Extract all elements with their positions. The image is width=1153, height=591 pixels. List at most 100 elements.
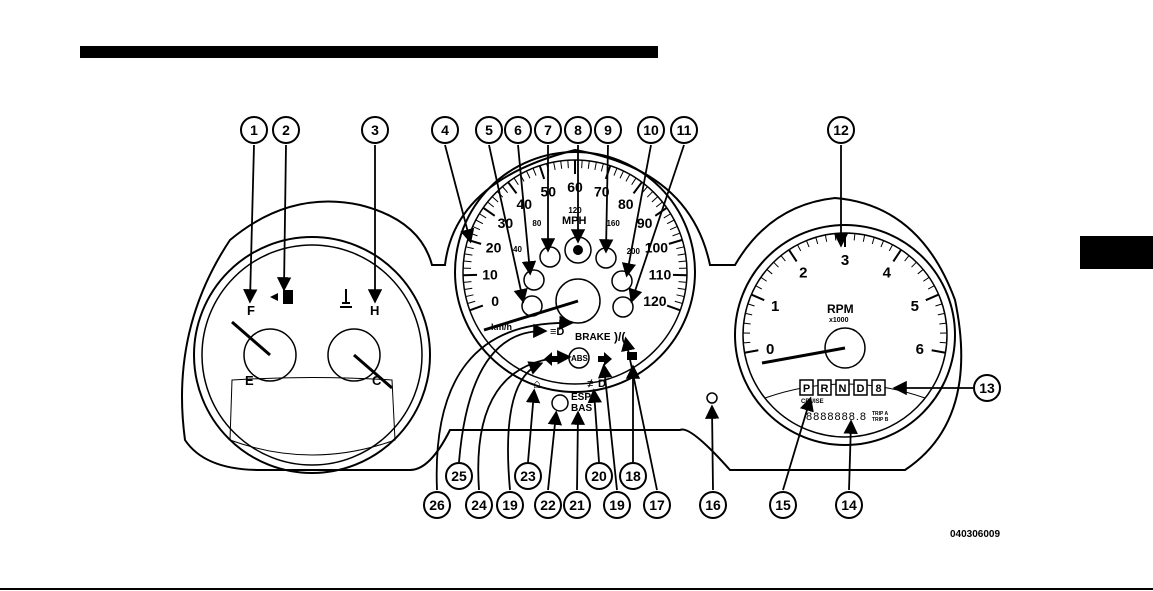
speed-tick	[533, 168, 536, 175]
speed-tick	[673, 233, 681, 236]
callout-4: 4	[432, 117, 458, 143]
gear-N: N	[836, 380, 849, 395]
rpm-tick	[756, 286, 762, 289]
speed-tick	[656, 202, 662, 207]
temp-cold-label: C	[372, 373, 382, 388]
svg-text:P: P	[803, 383, 810, 395]
mph-tick-label: 10	[482, 266, 498, 282]
right-turn-signal-icon	[598, 352, 612, 366]
callout-19: 19	[497, 492, 523, 518]
svg-text:22: 22	[540, 497, 556, 513]
svg-text:8: 8	[574, 122, 582, 138]
rpm-tick	[872, 237, 874, 244]
kmh-tick-label: 160	[606, 219, 620, 228]
svg-text:20: 20	[591, 468, 607, 484]
callout-leader-lines	[250, 145, 973, 490]
callout-23: 23	[515, 463, 541, 489]
rpm-tick	[863, 235, 864, 242]
coolant-temp-icon	[340, 289, 352, 307]
kmh-tick-label: 40	[513, 245, 522, 254]
svg-text:4: 4	[441, 122, 449, 138]
svg-text:11: 11	[677, 122, 692, 138]
seatbelt-reminder-icon	[596, 248, 616, 268]
rpm-tick	[767, 269, 772, 273]
callout-9: 9	[595, 117, 621, 143]
abs-label: ABS	[571, 354, 589, 363]
svg-text:2: 2	[282, 122, 290, 138]
rpm-tick	[923, 277, 929, 281]
speed-tick	[678, 261, 686, 262]
airbag-warning-icon	[540, 247, 560, 267]
mph-tick-label: 20	[486, 240, 502, 256]
rpm-tick	[743, 342, 750, 343]
rpm-tick	[932, 350, 946, 352]
speed-tick	[675, 301, 683, 303]
speed-tick	[483, 208, 494, 216]
speed-tick	[492, 197, 498, 202]
callout-7: 7	[535, 117, 561, 143]
speed-tick	[526, 171, 529, 178]
fuel-full-label: F	[247, 303, 255, 318]
gear-D: D	[854, 380, 867, 395]
rpm-tick	[912, 262, 917, 267]
indicator-lamp	[707, 393, 717, 403]
rpm-multiplier: x1000	[829, 317, 849, 324]
front-fog-light-icon: ≢D	[587, 378, 606, 390]
high-beam-icon: ≡D	[550, 326, 564, 338]
speed-tick	[652, 197, 658, 202]
callout-10: 10	[638, 117, 664, 143]
callout-15: 15	[770, 492, 796, 518]
rpm-tick	[774, 262, 779, 267]
speed-tick	[468, 301, 476, 303]
callout-17: 17	[644, 492, 670, 518]
speed-tick	[476, 220, 483, 224]
svg-text:R: R	[821, 383, 829, 395]
engine-temp-warning-icon	[613, 297, 633, 317]
speed-tick	[647, 191, 653, 197]
speed-tick	[470, 233, 478, 236]
speed-tick	[561, 161, 562, 169]
rpm-tick	[938, 313, 945, 314]
svg-text:15: 15	[775, 497, 791, 513]
rpm-tick	[748, 304, 755, 306]
rpm-tick	[745, 313, 752, 314]
kmh-tick-label: 200	[627, 247, 641, 256]
speed-tick	[670, 226, 677, 229]
gear-R: R	[818, 380, 831, 395]
speed-tick	[488, 202, 494, 207]
svg-text:21: 21	[569, 497, 585, 513]
brake-warning-label: BRAKE	[575, 332, 611, 343]
rpm-tick	[744, 323, 751, 324]
speed-tick	[667, 220, 674, 224]
speed-tick	[601, 164, 603, 172]
speed-tick	[464, 261, 472, 262]
temp-hot-label: H	[370, 303, 379, 318]
callout-16: 16	[700, 492, 726, 518]
speed-tick	[473, 226, 480, 229]
svg-text:19: 19	[502, 497, 518, 513]
speed-tick	[568, 160, 569, 168]
svg-text:D: D	[857, 383, 865, 395]
speed-tick	[554, 162, 556, 170]
rpm-tick	[939, 323, 946, 324]
callout-26: 26	[424, 492, 450, 518]
fuel-door-arrow-icon	[270, 293, 278, 301]
speed-tick	[664, 214, 671, 218]
rpm-tick-label: 5	[911, 298, 919, 315]
svg-text:13: 13	[979, 380, 995, 396]
rpm-tick	[889, 245, 892, 251]
speed-tick	[614, 168, 617, 175]
callout-19: 19	[604, 492, 630, 518]
callout-13: 13	[974, 375, 1000, 401]
rpm-tick	[781, 256, 785, 261]
svg-text:9: 9	[604, 122, 612, 138]
rpm-tick-label: 0	[766, 341, 774, 358]
callout-8: 8	[565, 117, 591, 143]
trip-b-label: TRIP B	[872, 417, 889, 423]
fuel-temp-gauge: F E H C	[194, 237, 430, 473]
rpm-tick-label: 4	[883, 265, 892, 282]
rpm-tick-label: 2	[799, 265, 807, 282]
speed-tick	[679, 282, 687, 283]
callout-14: 14	[836, 492, 862, 518]
